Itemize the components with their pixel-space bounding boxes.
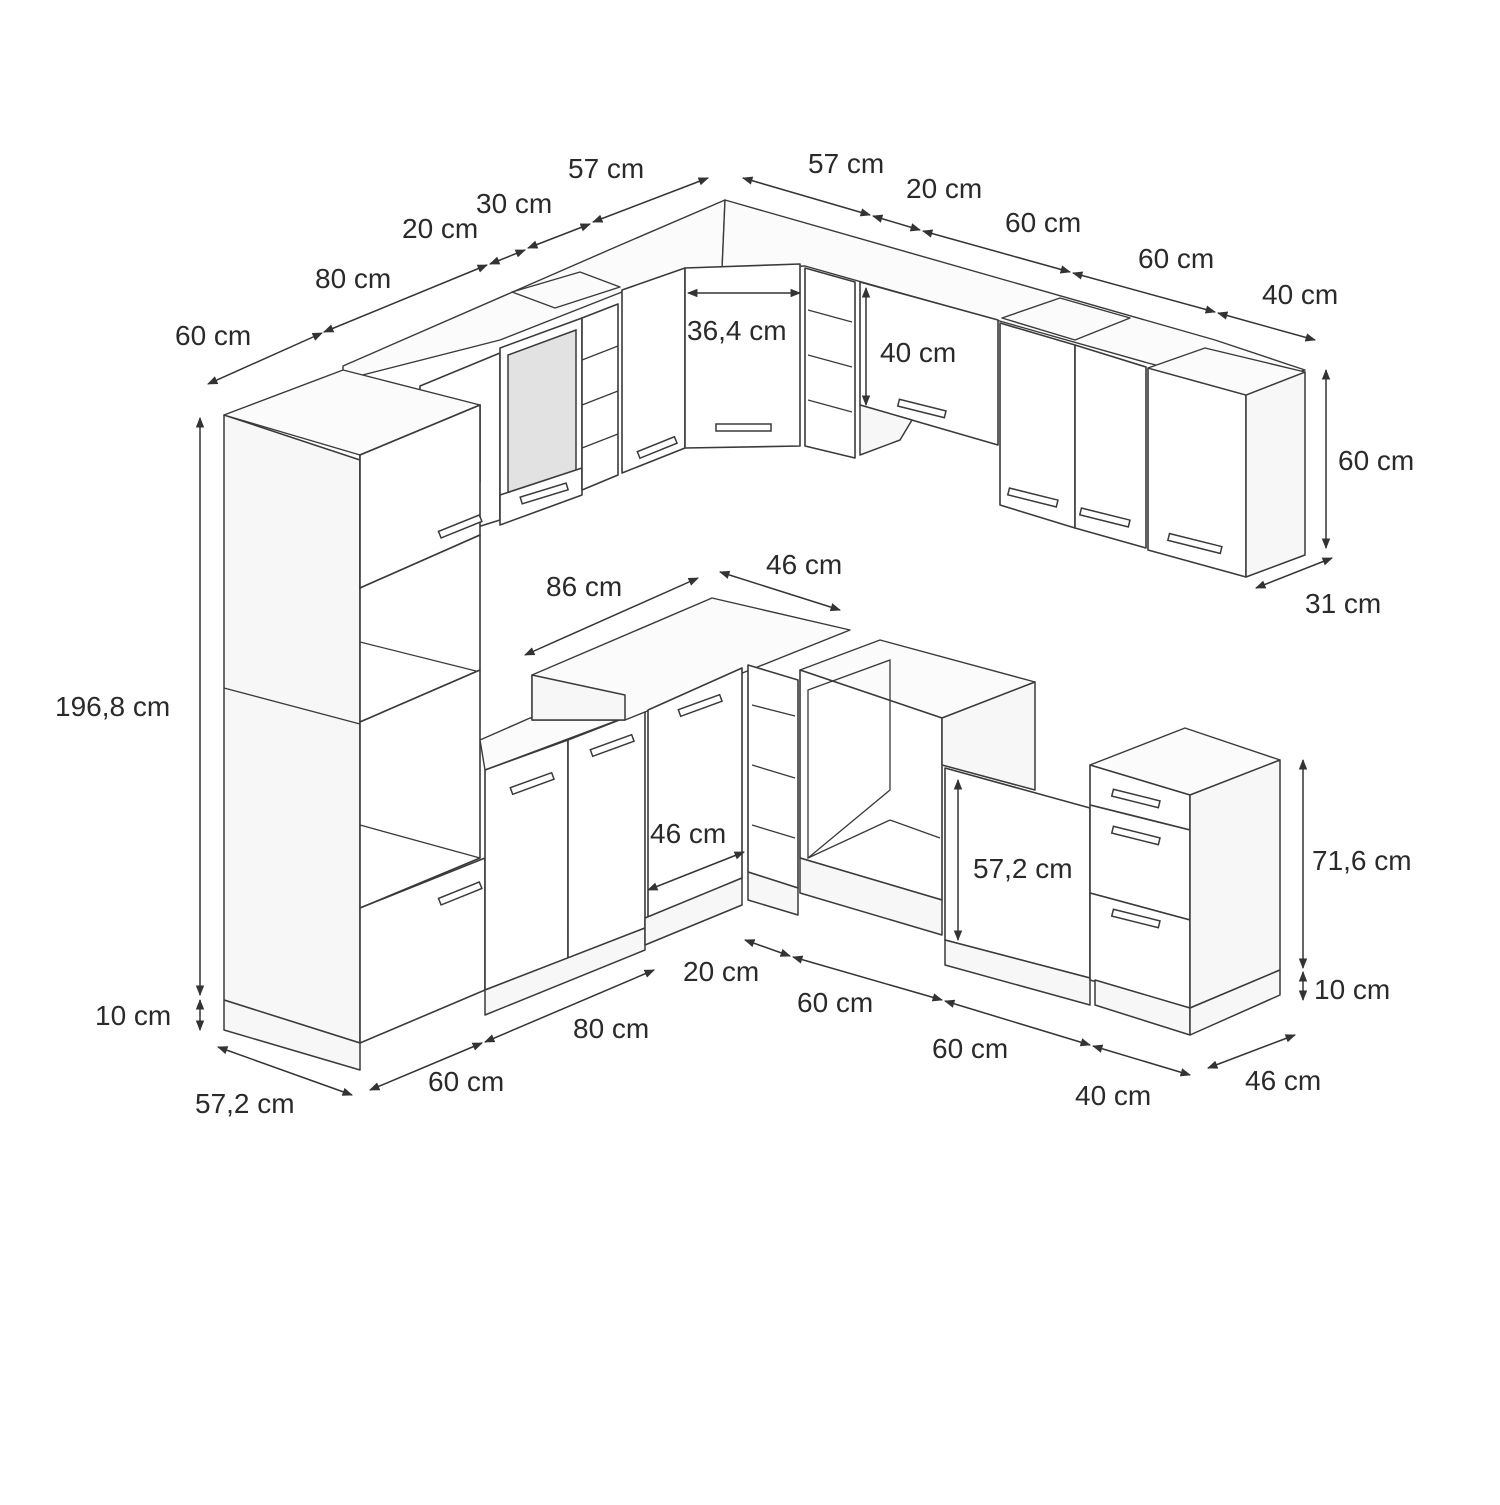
- base-corner-plinth: [644, 877, 743, 946]
- handle-icon: [715, 423, 772, 432]
- dim-label-base-left-60: 60 cm: [428, 1066, 504, 1097]
- dim-label-base-depth: 46 cm: [1245, 1065, 1321, 1096]
- oven-housing-side: [941, 681, 1036, 791]
- dim-label-upper-flap-height: 40 cm: [880, 337, 956, 368]
- dim-label-upper-left-20: 20 cm: [402, 213, 478, 244]
- dim-label-base-corner-86: 86 cm: [546, 571, 622, 602]
- dim-label-upper-left-30: 30 cm: [476, 188, 552, 219]
- dimension-lines: [195, 176, 1333, 1096]
- dim-label-upper-right-60b: 60 cm: [1138, 243, 1214, 274]
- dim-label-tall-plinth: 10 cm: [95, 1000, 171, 1031]
- handle-icon: [1166, 532, 1223, 555]
- dim-label-corner-door-width: 36,4 cm: [687, 315, 787, 346]
- dim-label-base-right-20: 20 cm: [683, 956, 759, 987]
- handle-icon: [1078, 507, 1131, 528]
- dim-label-base-right-60a: 60 cm: [797, 987, 873, 1018]
- dim-label-upper-depth: 31 cm: [1305, 588, 1381, 619]
- dim-label-tall-depth: 57,2 cm: [195, 1088, 295, 1119]
- base-cabinet-80-door-a: [484, 739, 569, 991]
- base-cabinet-right-wing: [747, 639, 1281, 1036]
- dim-label-tall-height: 196,8 cm: [55, 691, 170, 722]
- tall-column-side: [223, 414, 361, 1044]
- dim-label-base-plinth: 10 cm: [1314, 974, 1390, 1005]
- dim-label-upper-right-57: 57 cm: [808, 148, 884, 179]
- handle-icon: [896, 398, 947, 419]
- handle-icon: [677, 693, 724, 718]
- dim-label-upper-left-57: 57 cm: [568, 153, 644, 184]
- dim-label-base-corner-door: 46 cm: [650, 818, 726, 849]
- dim-label-base-right-60b: 60 cm: [932, 1033, 1008, 1064]
- dim-label-base-left-80: 80 cm: [573, 1013, 649, 1044]
- handle-icon: [1006, 487, 1059, 508]
- oven-inner-back: [807, 659, 891, 860]
- handle-icon: [1110, 825, 1161, 846]
- dim-label-upper-height: 60 cm: [1338, 445, 1414, 476]
- upper-open-shelf-20: [581, 303, 619, 491]
- handle-icon: [437, 514, 483, 539]
- base-shelf-plinth: [747, 871, 799, 916]
- drawer-unit-side: [1189, 759, 1281, 1009]
- drawer-plinth-side: [1189, 969, 1281, 1036]
- dim-label-upper-left-60: 60 cm: [175, 320, 251, 351]
- tall-column-cabinet: [223, 369, 486, 1071]
- upper-cabinet-40-top: [1147, 347, 1306, 396]
- upper-cabinet-60-top: [1001, 297, 1131, 341]
- upper-corner-cabinet: [684, 263, 801, 449]
- dim-label-upper-left-80: 80 cm: [315, 263, 391, 294]
- upper-cabinet-60-door-b: [1074, 344, 1147, 549]
- upper-cabinet-40-side: [1245, 371, 1306, 578]
- dim-label-upper-right-60a: 60 cm: [1005, 207, 1081, 238]
- base-corner-back: [531, 674, 626, 721]
- upper-open-shelf-right: [804, 267, 856, 459]
- handle-icon: [519, 482, 570, 505]
- dim-label-base-right-40: 40 cm: [1075, 1080, 1151, 1111]
- handle-icon: [1110, 788, 1161, 809]
- upper-flap-cabinet: [859, 281, 999, 446]
- handle-icon: [509, 771, 556, 796]
- handle-icon: [437, 881, 483, 906]
- oven-plinth: [799, 857, 943, 936]
- dim-label-base-height: 71,6 cm: [1312, 845, 1412, 876]
- dim-label-base-door-height: 57,2 cm: [973, 853, 1073, 884]
- handle-icon: [1110, 908, 1161, 929]
- dimension-labels: 60 cm 80 cm 20 cm 30 cm 57 cm 57 cm 20 c…: [55, 148, 1414, 1119]
- dim-label-base-corner-46: 46 cm: [766, 549, 842, 580]
- dim-label-upper-right-20: 20 cm: [906, 173, 982, 204]
- handle-icon: [589, 733, 636, 758]
- upper-flap-underside: [859, 404, 913, 456]
- glass-cabinet-top: [511, 271, 621, 309]
- handle-icon: [636, 435, 679, 460]
- dim-label-upper-right-40: 40 cm: [1262, 279, 1338, 310]
